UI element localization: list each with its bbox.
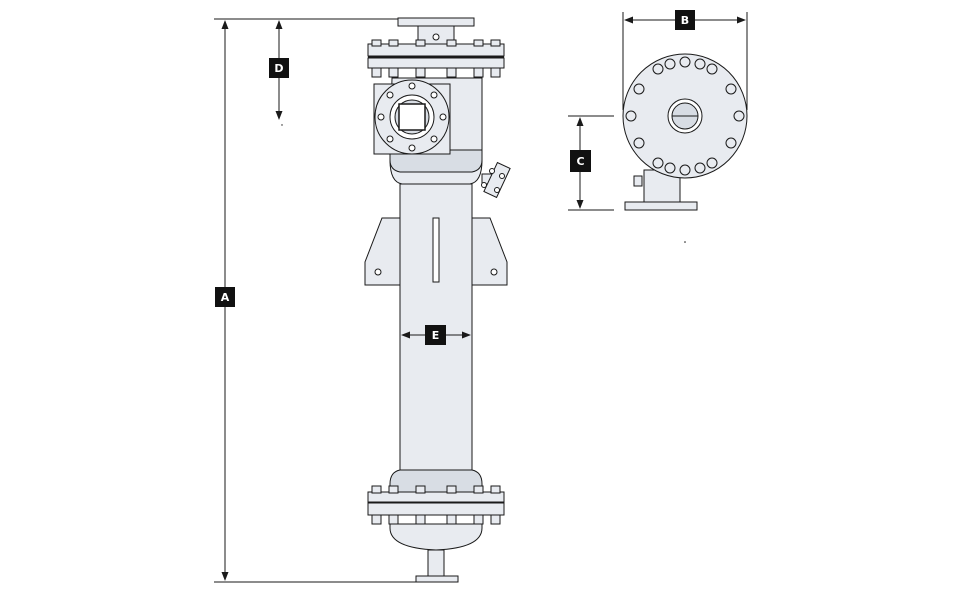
bottom-body-flange [367,485,505,525]
side-view-bolt-circle [625,56,745,176]
dimension-e-text: E [432,329,440,342]
dimension-d-text: D [274,62,283,75]
top-body-flange [367,39,505,78]
bottom-drain-nozzle [415,549,459,583]
top-outlet-nozzle [397,17,475,45]
side-view [622,53,748,243]
dimension-c-label: C [570,150,591,172]
front-view [364,17,511,583]
level-gauge-slot [432,217,440,283]
inlet-flange [373,79,451,155]
side-view-base-flange [624,201,698,211]
side-nozzle [481,161,511,199]
dimension-d-label: D [269,58,289,78]
dimension-b-label: B [675,10,695,30]
dimension-a-text: A [221,291,230,304]
head-band-joint [389,149,483,173]
lower-head-top [389,469,483,493]
bottom-dished-head [389,523,483,551]
dimension-a-label: A [215,287,235,307]
side-view-drain-stub [633,175,643,187]
dimension-e-label: E [425,325,446,345]
dimension-c-text: C [576,155,584,168]
support-lug-right [471,217,508,286]
support-lug-left [364,217,401,286]
dimension-b-text: B [681,14,689,27]
